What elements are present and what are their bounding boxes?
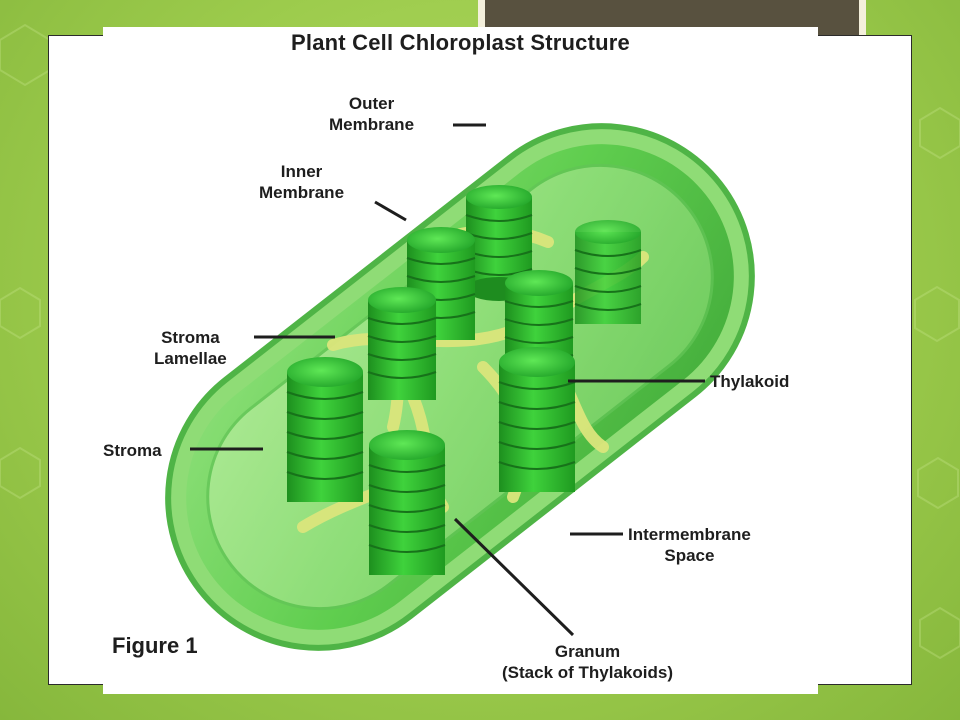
grana-stacks	[286, 185, 642, 575]
outer-membrane-shape	[165, 123, 755, 651]
figure-number: Figure 1	[112, 633, 198, 658]
label-granum: Granum (Stack of Thylakoids)	[502, 641, 673, 683]
label-stroma-lamellae-line2: Lamellae	[154, 349, 227, 368]
label-intermembrane-space-line1: Intermembrane	[628, 525, 751, 544]
label-outer-membrane-line2: Membrane	[329, 115, 415, 134]
label-intermembrane-space: Intermembrane Space	[628, 524, 751, 566]
label-stroma: Stroma	[103, 441, 162, 460]
chloroplast-figure: Plant Cell Chloroplast Structure Outer M…	[103, 27, 818, 694]
figure-title: Plant Cell Chloroplast Structure	[291, 30, 630, 55]
label-inner-membrane-line2: Membrane	[259, 183, 345, 202]
label-outer-membrane: Outer Membrane	[329, 93, 414, 135]
chloroplast-illustration	[165, 123, 755, 651]
label-granum-line2: (Stack of Thylakoids)	[502, 663, 673, 682]
label-stroma-lamellae-line1: Stroma	[161, 328, 220, 347]
label-outer-membrane-line1: Outer	[348, 94, 395, 113]
label-stroma-lamellae: Stroma Lamellae	[154, 327, 227, 369]
label-thylakoid: Thylakoid	[710, 372, 790, 391]
label-inner-membrane: Inner Membrane	[259, 161, 344, 203]
label-granum-line1: Granum	[554, 642, 621, 661]
leader-lines	[190, 123, 705, 637]
label-intermembrane-space-line2: Space	[664, 546, 715, 565]
label-inner-membrane-line1: Inner	[280, 162, 323, 181]
